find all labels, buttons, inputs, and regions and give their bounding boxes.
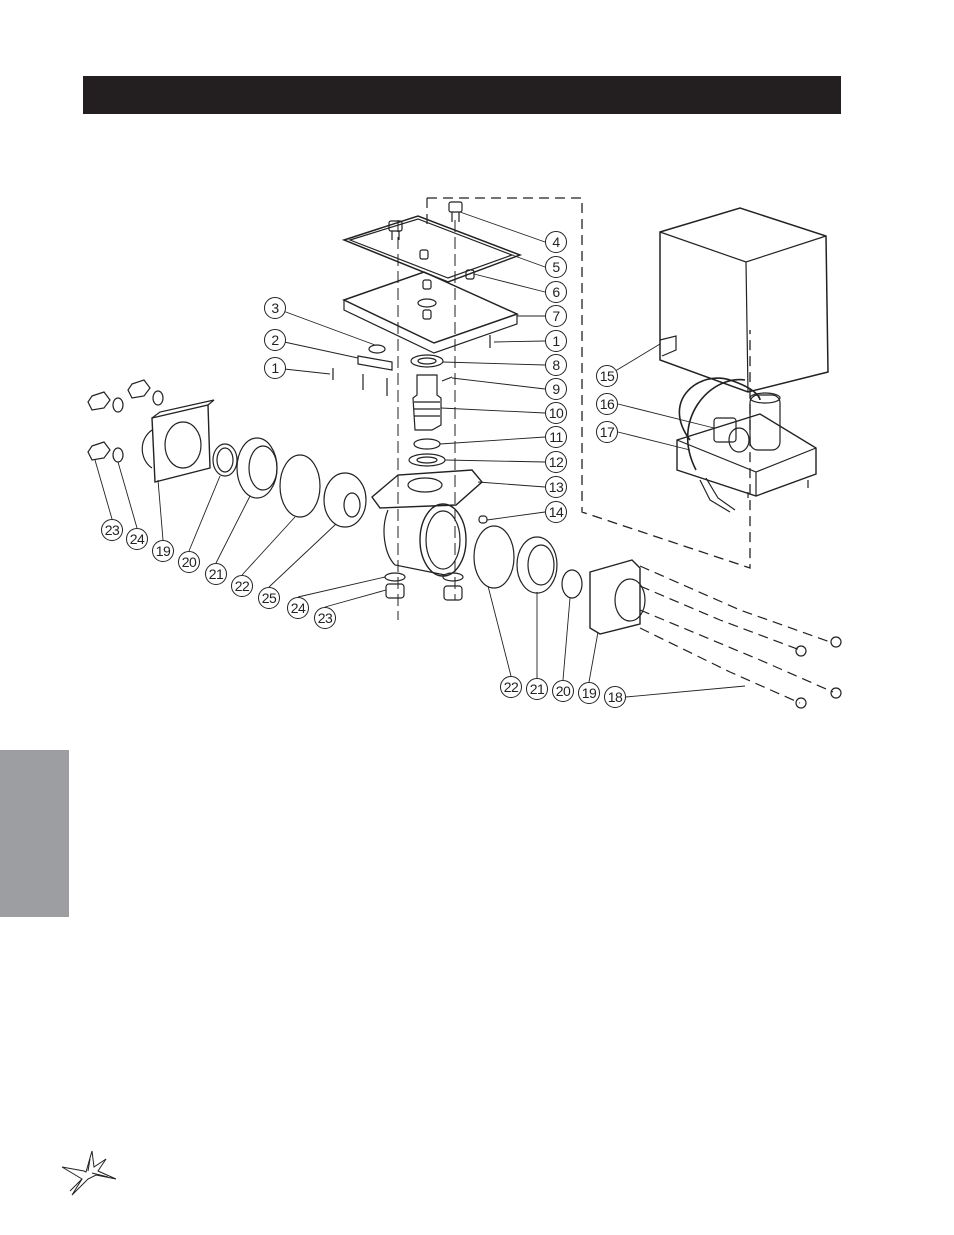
callout-24: 24 (287, 597, 309, 619)
callout-3: 3 (264, 297, 286, 319)
callout-22: 22 (500, 676, 522, 698)
callout-19: 19 (152, 540, 174, 562)
callout-1: 1 (545, 330, 567, 352)
callout-1: 1 (264, 357, 286, 379)
callout-18: 18 (604, 686, 626, 708)
callout-9: 9 (545, 378, 567, 400)
callout-2: 2 (264, 329, 286, 351)
callout-6: 6 (545, 281, 567, 303)
callout-24: 24 (126, 528, 148, 550)
callout-16: 16 (596, 393, 618, 415)
callout-7: 7 (545, 305, 567, 327)
callout-14: 14 (545, 501, 567, 523)
callout-25: 25 (258, 587, 280, 609)
callout-19: 19 (578, 682, 600, 704)
callout-11: 11 (545, 426, 567, 448)
star-burst-logo-icon (61, 1150, 117, 1196)
callout-13: 13 (545, 476, 567, 498)
callout-12: 12 (545, 451, 567, 473)
callout-5: 5 (545, 256, 567, 278)
section-header-bar (83, 76, 841, 114)
callout-8: 8 (545, 354, 567, 376)
callout-22: 22 (231, 575, 253, 597)
callout-4: 4 (545, 231, 567, 253)
callout-17: 17 (596, 421, 618, 443)
callout-21: 21 (526, 678, 548, 700)
callout-23: 23 (101, 519, 123, 541)
callout-23: 23 (314, 607, 336, 629)
callout-20: 20 (178, 551, 200, 573)
callout-10: 10 (545, 402, 567, 424)
callout-20: 20 (552, 680, 574, 702)
side-tab (0, 750, 69, 917)
callout-15: 15 (596, 365, 618, 387)
callout-21: 21 (205, 563, 227, 585)
